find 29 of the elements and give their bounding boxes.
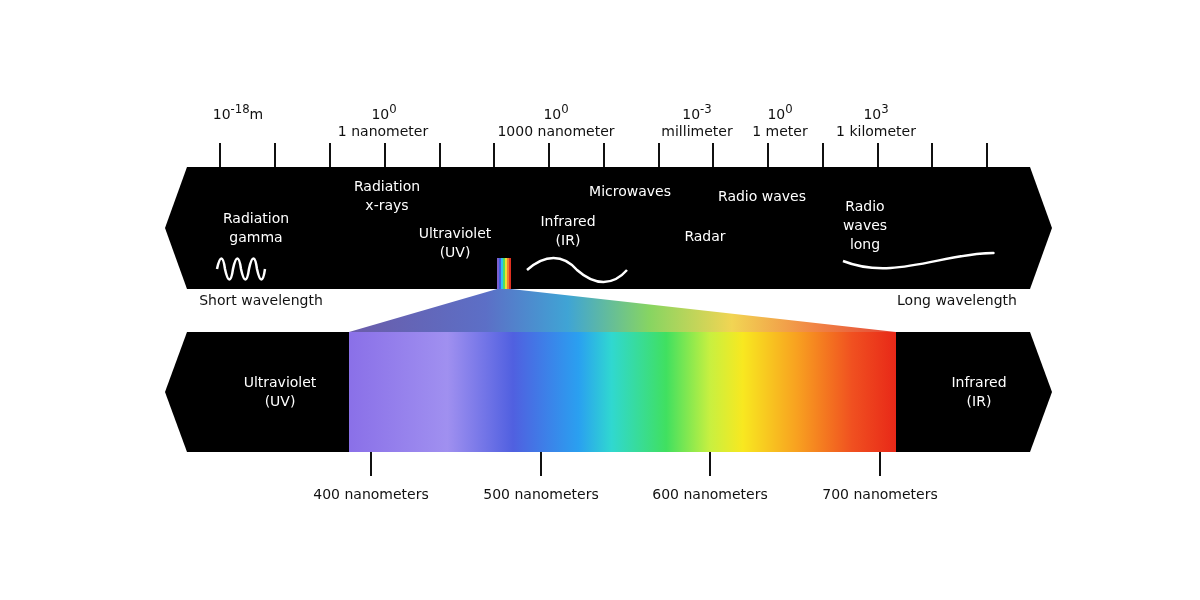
scale-label: 1000 nanometer [497, 121, 615, 141]
scale-label: 10$^{0}$ [543, 101, 569, 124]
scale-label: 1 meter [752, 121, 808, 141]
scale-label: millimeter [661, 121, 733, 141]
band-label: Ultraviolet (UV) [417, 224, 493, 262]
scale-label: 500 nanometers [483, 484, 599, 504]
band-label: Microwaves [588, 181, 672, 201]
scale-label: 10$^{0}$ [371, 101, 397, 124]
scale-label: 10$^{-18}$m [212, 101, 264, 124]
spectrum-band [165, 332, 1052, 452]
band-label: Radiation x-rays [352, 177, 422, 215]
band-label: Infrared (IR) [950, 373, 1008, 411]
scale-label: 10$^{3}$ [863, 101, 889, 124]
spectrum-band [165, 167, 1052, 289]
scale-label: 1 kilometer [836, 121, 916, 141]
band-label: Radio waves [717, 186, 807, 206]
scale-label: 600 nanometers [652, 484, 768, 504]
band-label: Ultraviolet (UV) [242, 373, 318, 411]
axis-caption: Short wavelength [199, 290, 323, 310]
band-label: Infrared (IR) [539, 212, 597, 250]
band-label: Radar [683, 226, 727, 246]
axis-caption: Long wavelength [897, 290, 1017, 310]
scale-label: 1 nanometer [337, 121, 429, 141]
scale-label: 10$^{-3}$ [682, 101, 712, 124]
scale-label: 10$^{0}$ [767, 101, 793, 124]
scale-label: 400 nanometers [313, 484, 429, 504]
band-label: Radiation gamma [221, 209, 291, 247]
scale-label: 700 nanometers [822, 484, 938, 504]
band-label: Radio waves long [841, 196, 889, 254]
